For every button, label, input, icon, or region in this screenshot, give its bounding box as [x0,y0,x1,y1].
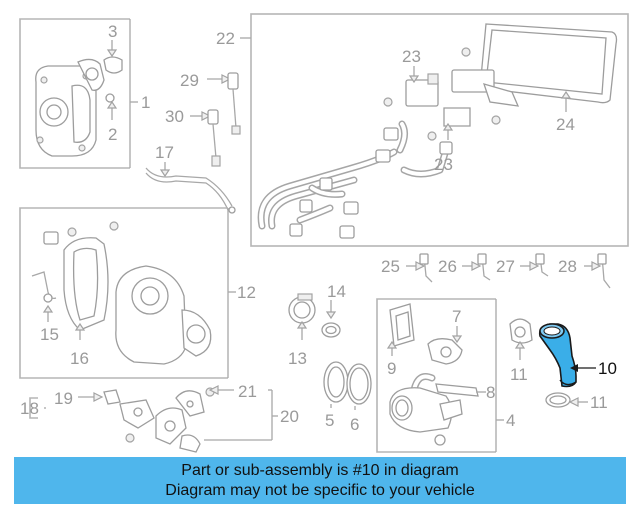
banner-line-2: Diagram may not be specific to your vehi… [165,481,475,499]
callout-15: 15 [40,325,59,344]
bracket-group-18-21 [29,385,278,453]
callout-24: 24 [556,115,575,134]
callout-10: 10 [598,359,617,378]
callout-4: 4 [506,411,515,430]
callout-13: 13 [288,349,307,368]
box-group-1 [19,18,138,169]
callout-16: 16 [70,349,89,368]
highlighted-part-10[interactable] [538,323,596,388]
callout-17: 17 [155,143,174,162]
part-11-group [509,318,588,408]
callout-8: 8 [486,383,495,402]
callout-1: 1 [141,93,150,112]
box-group-22 [240,13,629,247]
info-banner: Part or sub-assembly is #10 in diagram D… [14,457,626,504]
clamp-group [288,293,372,410]
callout-9: 9 [387,359,396,378]
arrow-10 [570,364,578,372]
callout-5: 5 [325,411,334,430]
callout-11-left: 11 [510,365,528,384]
box-group-4 [376,298,504,453]
callout-23-top: 23 [402,47,421,66]
callout-26: 26 [438,257,457,276]
hose-10-inner [543,326,561,336]
callout-27: 27 [496,257,515,276]
callout-18: 18 [20,399,39,418]
callout-6: 6 [350,415,359,434]
callout-29: 29 [180,71,199,90]
callout-2: 2 [108,125,117,144]
callout-7: 7 [452,307,461,326]
sensor-group [145,72,241,214]
callout-22: 22 [216,29,235,48]
hose-10-end [559,379,577,386]
callout-14: 14 [327,282,346,301]
callout-30: 30 [165,107,184,126]
box-group-12 [19,207,236,379]
callout-19: 19 [54,389,73,408]
callout-11-right: 11 [590,393,608,412]
callout-12: 12 [237,283,256,302]
callout-21: 21 [238,382,257,401]
sensor-row-25-28 [406,253,611,289]
callout-28: 28 [558,257,577,276]
banner-line-1: Part or sub-assembly is #10 in diagram [181,461,459,479]
callout-23-bottom: 23 [434,155,453,174]
callout-20: 20 [280,407,299,426]
callout-3: 3 [108,22,117,41]
callout-25: 25 [381,257,400,276]
